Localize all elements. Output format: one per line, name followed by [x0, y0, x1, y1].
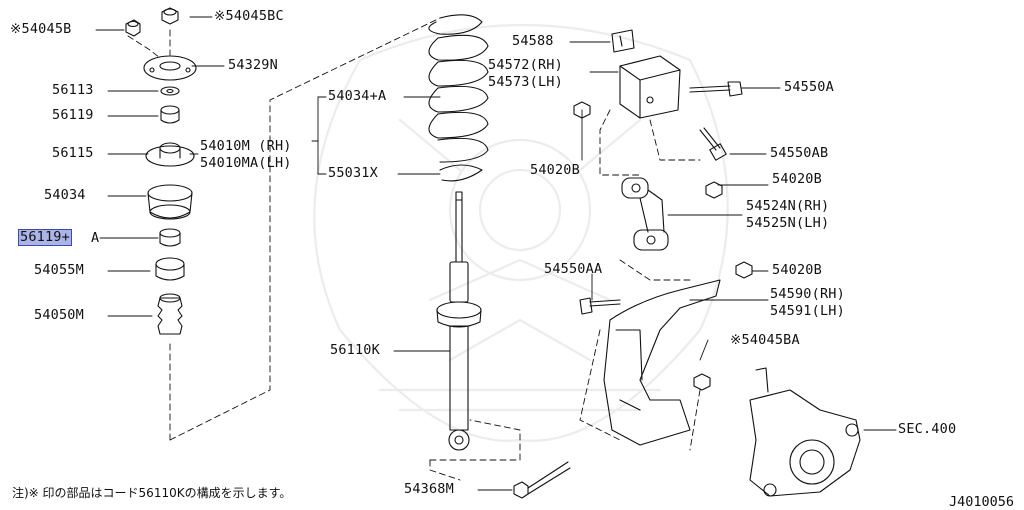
label-55031X: 55031X — [328, 165, 378, 181]
nut-54045B — [125, 19, 141, 37]
clip-54588 — [611, 29, 635, 53]
label-54329N: 54329N — [228, 57, 278, 73]
diagram-code: J4010056 — [948, 494, 1014, 510]
nut-54045BA — [693, 373, 711, 391]
label-54020B-mid: 54020B — [772, 171, 822, 187]
mount-56115 — [145, 142, 195, 167]
nut-54020B-low — [735, 261, 753, 279]
bound-bumper-54050M — [157, 293, 183, 335]
bushing-56119A — [159, 228, 181, 247]
label-56115: 56115 — [52, 145, 94, 161]
label-54590: 54590(RH) — [770, 286, 845, 302]
label-54055M: 54055M — [34, 262, 84, 278]
bolt-54550AA — [579, 297, 621, 315]
label-54588: 54588 — [512, 33, 554, 49]
label-54034: 54034 — [44, 187, 86, 203]
label-56119A-highlighted[interactable]: 56119+ — [18, 229, 72, 246]
plate-54329N — [143, 55, 197, 81]
label-54045B: ※54045B — [10, 21, 72, 37]
label-54368M: 54368M — [404, 481, 454, 497]
coil-spring-54034A — [428, 14, 489, 163]
label-56119A-suffix: A — [91, 230, 100, 246]
nut-54045BC — [161, 7, 179, 25]
bushing-56119 — [160, 105, 180, 124]
knuckle-bracket-54590 — [603, 279, 721, 446]
shock-absorber-56110K — [436, 191, 482, 451]
label-54020B-low: 54020B — [772, 262, 822, 278]
bolt-54368M — [513, 461, 571, 499]
label-54550AB: 54550AB — [770, 145, 829, 161]
nut-54020B-mid — [705, 181, 723, 199]
label-54045BC: ※54045BC — [214, 8, 284, 24]
label-54045BA: ※54045BA — [730, 332, 800, 348]
nut-54020B-top — [573, 101, 591, 119]
leader-lines — [95, 16, 897, 491]
label-54550AA: 54550AA — [544, 261, 603, 277]
label-54550A: 54550A — [784, 79, 834, 95]
label-54591: 54591(LH) — [770, 303, 845, 319]
label-54034A: 54034+A — [328, 88, 387, 104]
label-56119: 56119 — [52, 107, 94, 123]
label-54524N: 54524N(RH) — [746, 198, 830, 214]
label-56113: 56113 — [52, 82, 94, 98]
label-54572: 54572(RH) — [488, 57, 563, 73]
label-SEC400: SEC.400 — [898, 421, 957, 437]
insulator-55031X — [439, 164, 483, 182]
footnote: 注)※ 印の部品はコード56110Kの構成を示します。 — [12, 486, 292, 500]
label-54525N: 54525N(LH) — [746, 215, 830, 231]
label-54010MA: 54010MA(LH) — [200, 155, 292, 171]
bushing-54055M — [155, 257, 185, 281]
label-54020B-top: 54020B — [530, 162, 580, 178]
seat-54034 — [147, 184, 193, 220]
label-54573: 54573(LH) — [488, 74, 563, 90]
link-54524N — [621, 177, 669, 251]
label-54050M: 54050M — [34, 307, 84, 323]
watermark — [313, 23, 729, 442]
bolt-54550AB — [699, 127, 727, 161]
axle-housing-SEC400 — [749, 367, 861, 497]
label-56110K: 56110K — [330, 342, 380, 358]
dashed-lines — [127, 17, 701, 481]
label-54010M: 54010M (RH) — [200, 138, 292, 154]
washer-56113 — [160, 86, 180, 96]
bracket-54572 — [619, 55, 681, 119]
bolt-54550A — [689, 81, 743, 97]
